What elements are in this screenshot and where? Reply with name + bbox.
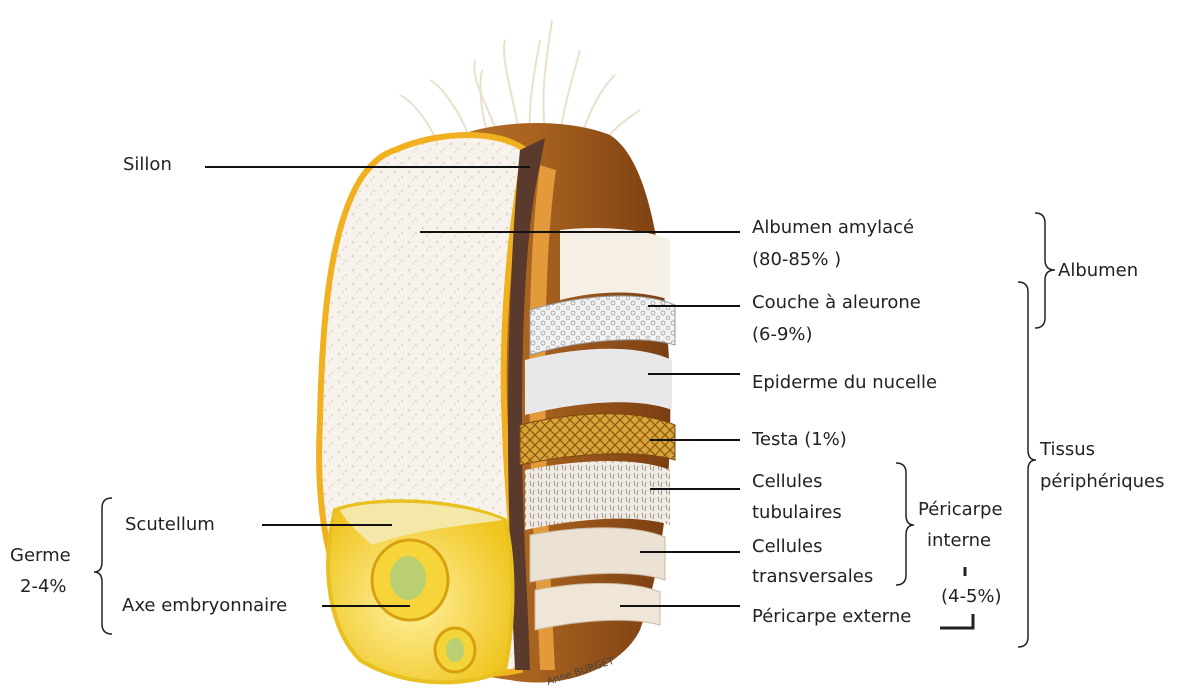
brace-albumen	[1035, 213, 1055, 328]
brace-germe	[94, 498, 112, 634]
label-germe-pct: 2-4%	[20, 573, 67, 601]
label-pericarpe-interne-2: interne	[927, 527, 991, 555]
bracket-pericarpe-pct	[940, 614, 973, 628]
label-axe-embryonnaire: Axe embryonnaire	[122, 592, 287, 620]
label-cellules-tubulaires-1: Cellules	[752, 468, 823, 496]
label-cellules-tubulaires-2: tubulaires	[752, 499, 842, 527]
label-albumen-amylace-pct: (80-85% )	[752, 246, 841, 274]
label-pericarpe-interne-1: Péricarpe	[918, 496, 1003, 524]
label-pericarpe-externe: Péricarpe externe	[752, 603, 911, 631]
label-testa: Testa (1%)	[752, 426, 847, 454]
label-tissus-peripheriques: périphériques	[1040, 468, 1165, 496]
embryo-core	[390, 556, 426, 600]
label-albumen: Albumen	[1058, 257, 1138, 285]
cross-cells-layer	[530, 528, 665, 582]
radicle-core	[446, 638, 464, 662]
label-cellules-transversales-1: Cellules	[752, 533, 823, 561]
label-germe: Germe	[10, 542, 71, 570]
label-sillon: Sillon	[123, 151, 172, 179]
label-couche-aleurone-pct: (6-9%)	[752, 321, 813, 349]
label-albumen-amylace: Albumen amylacé	[752, 214, 914, 242]
endosperm-cut	[560, 228, 670, 300]
label-couche-aleurone: Couche à aleurone	[752, 289, 921, 317]
brace-tissus	[1018, 282, 1036, 647]
label-epiderme-nucelle: Epiderme du nucelle	[752, 369, 937, 397]
label-scutellum: Scutellum	[125, 511, 215, 539]
label-cellules-transversales-2: transversales	[752, 563, 873, 591]
brace-pericarpe-interne	[896, 463, 914, 585]
label-tissus: Tissus	[1040, 436, 1095, 464]
label-pericarpe-pct: (4-5%)	[941, 583, 1002, 611]
